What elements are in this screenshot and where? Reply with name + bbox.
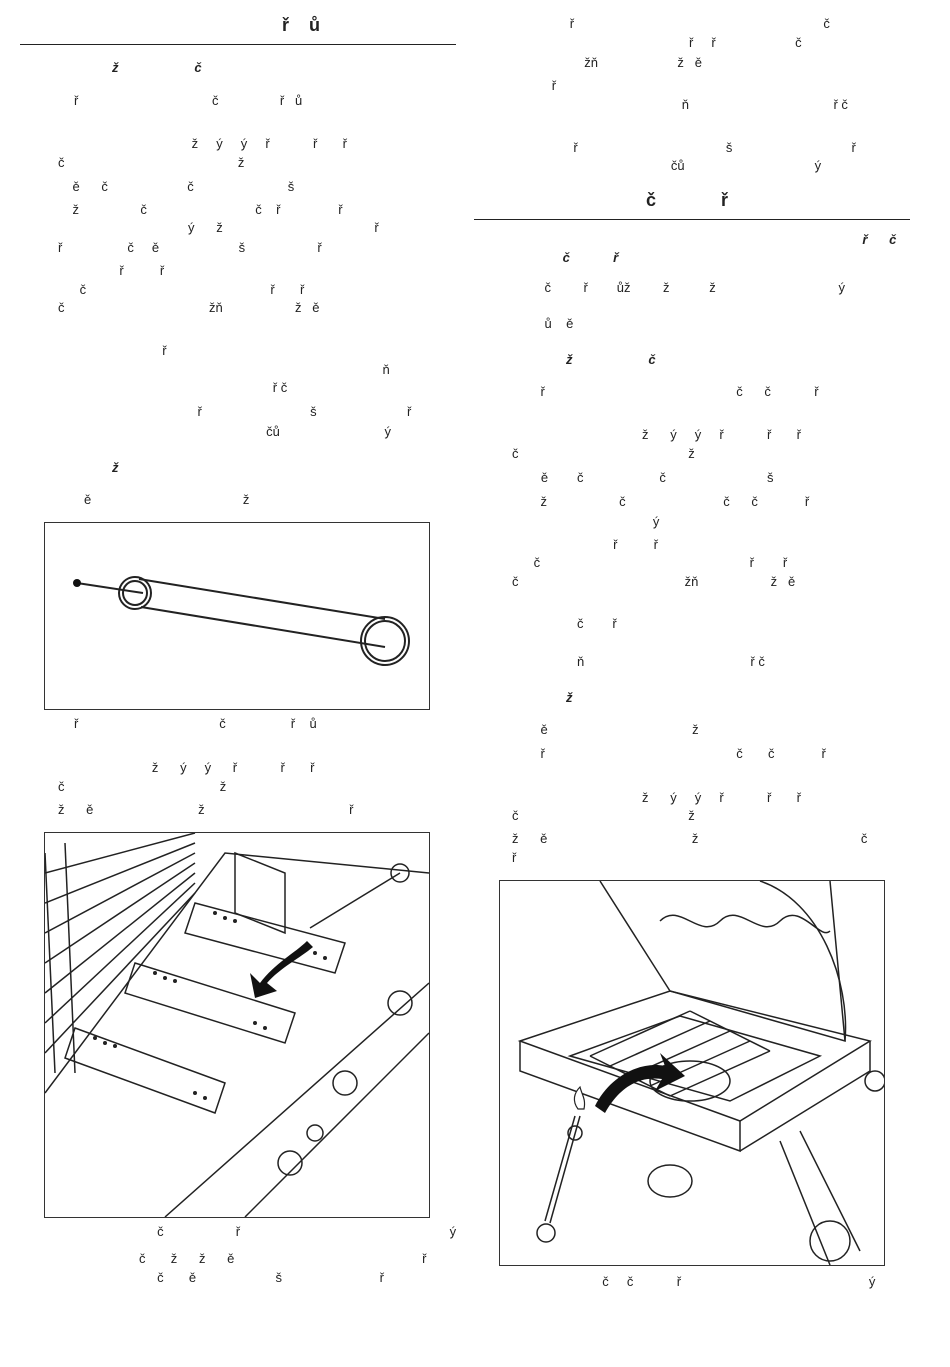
- right-text-line: ý: [512, 514, 660, 529]
- right-subheading-line: ř č: [512, 232, 897, 247]
- left-heading: ř ů: [282, 15, 321, 35]
- left-text-line: ý ž ř: [58, 220, 379, 235]
- left-caption-line: ř č ř ů: [74, 716, 317, 731]
- right-text-line: ř: [512, 78, 557, 93]
- right-heading: č ř: [646, 190, 729, 210]
- grill-burner-figure: [44, 832, 430, 1218]
- right-text-line: ž č č č ř: [526, 494, 810, 509]
- right-subheading-1: ž č: [566, 352, 656, 367]
- right-text-line: ň ř č: [512, 97, 848, 112]
- left-text-line: ř č ě š ř: [58, 240, 322, 255]
- left-text-line: č žň ž ě: [58, 300, 320, 315]
- right-text-line: č ř ůž ž ž ý: [512, 280, 846, 295]
- left-caption-line: č ě š ř: [74, 1270, 384, 1285]
- right-text-line: ů ě: [512, 316, 574, 331]
- left-text-line: ř č: [150, 380, 288, 395]
- right-text-line: ě ž: [526, 722, 699, 737]
- left-subheading-2: ž: [112, 460, 119, 475]
- left-text-line: ň: [90, 362, 390, 377]
- left-text-line: ř: [90, 343, 167, 358]
- right-text-line: ň ř č: [512, 654, 765, 669]
- igniter-tool-figure: [44, 522, 430, 710]
- left-caption-line: ž ý ý ř ř ř: [58, 760, 315, 775]
- right-text-line: ř č č ř: [526, 746, 826, 761]
- left-caption-line: č ž ž ě ř: [74, 1251, 427, 1266]
- right-text-line: č ž: [512, 446, 695, 461]
- left-heading-rule: [20, 44, 456, 45]
- side-burner-figure: [499, 880, 885, 1266]
- right-text-line: č ž: [512, 808, 695, 823]
- left-text-line: ě č č š: [58, 179, 295, 194]
- right-text-line: ě č č š: [512, 470, 774, 485]
- left-text-line: č ž: [58, 155, 245, 170]
- right-text-line: čů ý: [512, 158, 822, 173]
- right-text-line: ř č č ř: [526, 384, 819, 399]
- left-text-line: ř ř: [58, 263, 165, 278]
- right-heading-rule: [474, 219, 910, 220]
- right-caption-line: č č ř ý: [512, 1274, 876, 1289]
- right-text-line: č ř ř: [512, 555, 788, 570]
- right-text-line: ř š ř: [512, 140, 856, 155]
- right-text-line: č žň ž ě: [512, 574, 796, 589]
- right-subheading-line: č ř: [512, 250, 619, 265]
- left-text-line: ř š ř: [118, 404, 412, 419]
- left-text-line: ě ž: [84, 492, 250, 507]
- left-caption-line: č ř ý: [74, 1224, 457, 1239]
- left-text-line: čů ý: [118, 424, 392, 439]
- right-text-line: ř č: [512, 16, 830, 31]
- right-text-line: ž ě ž č: [512, 831, 868, 846]
- left-text-line: ž ý ý ř ř ř: [58, 136, 347, 151]
- left-text-line: ž č č ř ř: [58, 202, 343, 217]
- right-text-line: žň ž ě: [512, 55, 702, 70]
- left-text-line: ř č ř ů: [74, 93, 303, 108]
- left-subheading-1: ž č: [112, 60, 202, 75]
- right-text-line: ř ř: [512, 537, 658, 552]
- right-text-line: č ř: [512, 616, 617, 631]
- right-text-line: ž ý ý ř ř ř: [512, 427, 801, 442]
- right-subheading-2: ž: [566, 690, 573, 705]
- right-text-line: ř: [512, 850, 517, 865]
- right-text-line: ř ř č: [512, 35, 802, 50]
- left-caption-line: č ž: [58, 779, 227, 794]
- right-text-line: ž ý ý ř ř ř: [512, 790, 801, 805]
- left-caption-line: ž ě ž ř: [58, 802, 354, 817]
- left-text-line: č ř ř: [58, 282, 305, 297]
